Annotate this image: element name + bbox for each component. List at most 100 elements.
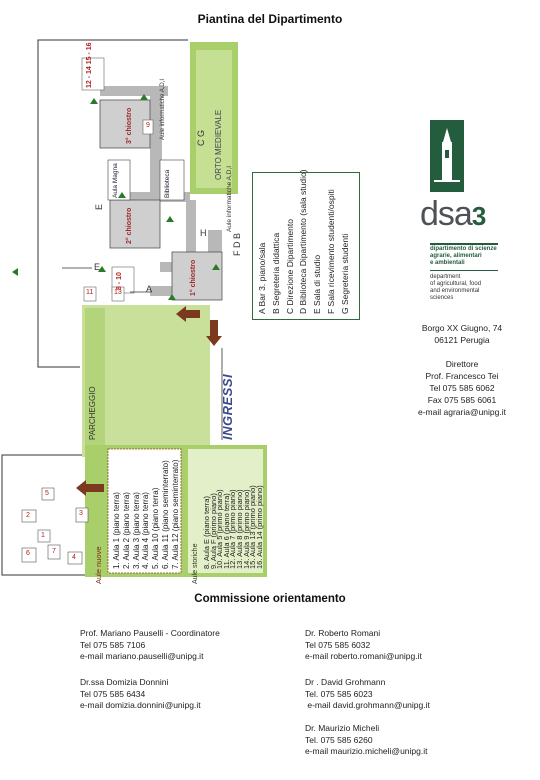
- aula-11-label: 11: [86, 289, 94, 296]
- letter-a: A: [146, 284, 153, 294]
- aula-5-label: 5: [45, 490, 49, 497]
- aula-6-label: 6: [26, 550, 30, 557]
- legend-letter-item: C Direzione Dipartimento: [284, 219, 295, 314]
- director-block: Direttore Prof. Francesco Tei Tel 075 58…: [392, 358, 532, 418]
- chiostro-3: [99, 99, 151, 149]
- member-card: Dr.ssa Domizia Donnini Tel 075 585 6434 …: [80, 677, 201, 712]
- letter-legend: A Bar 3. piano/sala B Segreteria didatti…: [256, 169, 353, 314]
- logo-line: and environmental: [430, 288, 480, 294]
- legend-new-item: 7. Aula 12 (piano seminterrato): [170, 459, 180, 569]
- legend-new-item: 6. Aula 11 (piano seminterrato): [160, 460, 170, 569]
- ingressi-label: INGRESSI: [220, 373, 235, 440]
- logo-line: agrarie, alimentari: [430, 253, 482, 259]
- page-title: Piantina del Dipartimento: [197, 12, 343, 26]
- legend-letter-item: G Segreteria studenti: [339, 233, 350, 314]
- member-tel: Tel 075 585 7106: [80, 639, 146, 650]
- chiostro-1: [171, 251, 223, 301]
- letter-h: H: [200, 228, 207, 238]
- logo-line: of agricultural, food: [430, 281, 482, 287]
- letter-e-2: E: [94, 262, 101, 272]
- logo-line: department: [430, 274, 461, 280]
- member-card: Dr. Roberto Romani Tel 075 585 6032 e-ma…: [305, 628, 422, 663]
- aule-storiche-label: Aule storiche: [192, 543, 199, 584]
- letter-e: E: [94, 203, 104, 210]
- address-city: 06121 Perugia: [434, 335, 490, 345]
- director-fax: Fax 075 585 6061: [427, 395, 497, 405]
- member-email[interactable]: e-mail maurizio.micheli@unipg.it: [305, 746, 428, 756]
- member-card: Dr . David Grohmann Tel. 075 585 6023 e-…: [305, 677, 430, 712]
- chiostro-2-label: 2° chiostro: [126, 207, 133, 244]
- member-email[interactable]: e-mail roberto.romani@unipg.it: [305, 651, 422, 661]
- aule-nuove-label: Aule nuove: [94, 546, 103, 584]
- member-name: Dr. Maurizio Micheli: [305, 723, 380, 733]
- aule-informatiche-label-2: Aule informatiche A,D,I: [160, 78, 166, 140]
- director-email[interactable]: e-mail agraria@unipg.it: [417, 407, 506, 417]
- member-name: Dr. Roberto Romani: [305, 628, 381, 638]
- aula-1-label: 1: [41, 532, 45, 539]
- member-tel: Tel 075 585 6032: [305, 639, 371, 650]
- logo-name: dsa: [420, 195, 473, 233]
- legend-new-item: 5. Aula 10 (piano terra): [151, 487, 161, 569]
- address-line: Borgo XX Giugno, 74: [421, 323, 503, 333]
- logo-text-en: department of agricultural, food and env…: [430, 274, 481, 302]
- aule-storiche-legend: 8. Aula E (piano terra) 9. Aula F (primo…: [202, 485, 264, 569]
- parcheggio-label: PARCHEGGIO: [88, 386, 97, 440]
- logo-line: dipartimento di scienze: [430, 246, 497, 252]
- member-tel: Tel. 075 585 6260: [305, 734, 373, 745]
- member-email[interactable]: e-mail david.grohmann@unipg.it: [305, 700, 430, 710]
- member-email[interactable]: e-mail domizia.donnini@unipg.it: [80, 700, 201, 710]
- legend-letter-item: B Segreteria didattica: [270, 232, 281, 314]
- director-name: Prof. Francesco Tei: [425, 371, 499, 381]
- aula-7-label: 7: [52, 548, 56, 555]
- member-email[interactable]: e-mail mariano.pauselli@unipg.it: [80, 651, 204, 661]
- aula-4-label: 4: [72, 554, 76, 561]
- aule-nuove-legend: 1. Aula 1 (piano terra) 2. Aula 2 (piano…: [112, 460, 181, 569]
- logo-text-it: dipartimento di scienze agrarie, aliment…: [430, 246, 497, 267]
- legend-new-item: 3. Aula 3 (piano terra): [131, 492, 141, 569]
- legend-letter-item: F Sala ricevimento studenti/ospiti: [325, 189, 336, 314]
- letters-c-g: C G: [196, 129, 206, 146]
- address-block: Borgo XX Giugno, 74 06121 Perugia: [392, 322, 532, 346]
- legend-letter-item: E Sala di studio: [312, 254, 323, 314]
- aule-12-16-label: 12 - 14 15 - 16: [86, 42, 93, 88]
- legend-new-box: [107, 448, 182, 574]
- logo-number: 3: [471, 201, 487, 231]
- legend-letter-item: A Bar 3. piano/sala: [257, 242, 267, 314]
- aula-13-label: 13: [114, 289, 122, 296]
- logo-divider-1: [430, 243, 498, 245]
- member-card: Dr. Maurizio Micheli Tel. 075 585 6260 e…: [305, 723, 427, 758]
- legend-new-item: 1. Aula 1 (piano terra): [112, 492, 121, 569]
- logo-line: sciences: [430, 295, 454, 301]
- legend-new-item: 2. Aula 2 (piano terra): [121, 492, 131, 569]
- tower-logo-icon: [430, 120, 464, 192]
- member-tel: Tel 075 585 6434: [80, 688, 146, 699]
- member-name: Dr . David Grohmann: [305, 677, 386, 687]
- logo-line: e ambientali: [430, 260, 465, 266]
- director-tel: Tel 075 585 6062: [429, 383, 495, 393]
- commission-title: Commissione orientamento: [194, 593, 346, 605]
- logo-divider-2: [430, 270, 498, 271]
- orto-label: ORTO MEDIEVALE: [214, 109, 223, 180]
- department-map: [1, 39, 267, 577]
- letters-f-d-b: F D B: [232, 232, 242, 256]
- director-role: Direttore: [445, 359, 479, 369]
- aula-magna-label: Aula Magna: [112, 163, 119, 198]
- legend-letter-item: D Biblioteca Dipartimento (sala studio): [298, 169, 309, 314]
- member-card: Prof. Mariano Pauselli - Coordinatore Te…: [80, 628, 220, 663]
- dsa3-logo-text: dsa3: [420, 195, 487, 234]
- building-outline: [37, 39, 188, 368]
- member-name: Dr.ssa Domizia Donnini: [80, 677, 169, 687]
- aula-3-label: 3: [79, 510, 83, 517]
- letter-legend-box: [252, 172, 360, 320]
- aula-9-label: 9: [146, 122, 150, 129]
- legend-hist-item: 16. Aula 14 (primo piano): [254, 485, 264, 569]
- chiostro-1-label: 1° chiostro: [190, 259, 197, 296]
- member-name: Prof. Mariano Pauselli - Coordinatore: [80, 628, 220, 638]
- legend-new-item: 4. Aula 4 (piano terra): [141, 492, 151, 569]
- member-tel: Tel. 075 585 6023: [305, 688, 373, 699]
- aula-2-label: 2: [26, 512, 30, 519]
- chiostro-2: [109, 199, 161, 249]
- aule-informatiche-label: Aule informatiche A,D,I: [226, 165, 233, 232]
- biblioteca-label: Biblioteca: [164, 169, 171, 198]
- chiostro-3-label: 3° chiostro: [126, 107, 133, 144]
